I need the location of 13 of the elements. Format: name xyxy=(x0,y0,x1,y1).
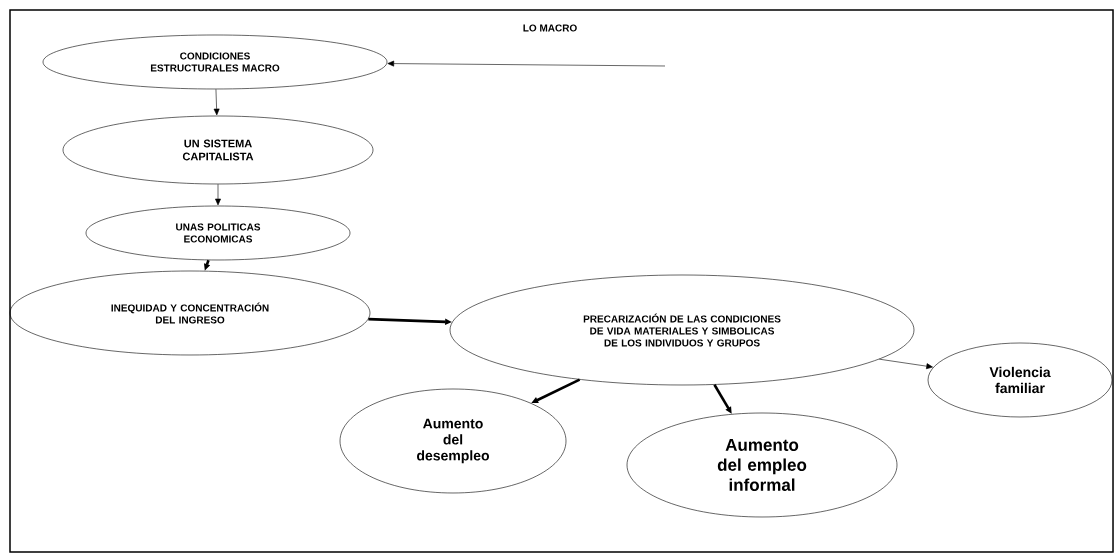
arrow xyxy=(879,358,933,370)
ellipse-node: Violencia familiar xyxy=(927,342,1113,418)
ellipse-node: Aumento del desempleo xyxy=(339,388,567,494)
arrow xyxy=(213,89,220,116)
ellipse-node: INEQUIDAD Y CONCENTRACIÓN DEL INGRESO xyxy=(9,270,371,356)
ellipse-node: UNAS POLITICAS ECONOMICAS xyxy=(85,205,351,261)
ellipse-node: CONDICIONES ESTRUCTURALES MACRO xyxy=(42,34,388,90)
heading: LO MACRO xyxy=(523,24,577,32)
arrow xyxy=(215,184,221,206)
arrow xyxy=(387,60,666,67)
ellipse-node: UN SISTEMA CAPITALISTA xyxy=(62,115,374,185)
ellipse-node: PRECARIZACIÓN DE LAS CONDICIONES DE VIDA MATERIALES Y SIMBOLICAS DE LOS INDIVIDUOS Y GRUPOS xyxy=(449,274,915,386)
ellipse-node: Aumento del empleo informal xyxy=(626,412,898,518)
